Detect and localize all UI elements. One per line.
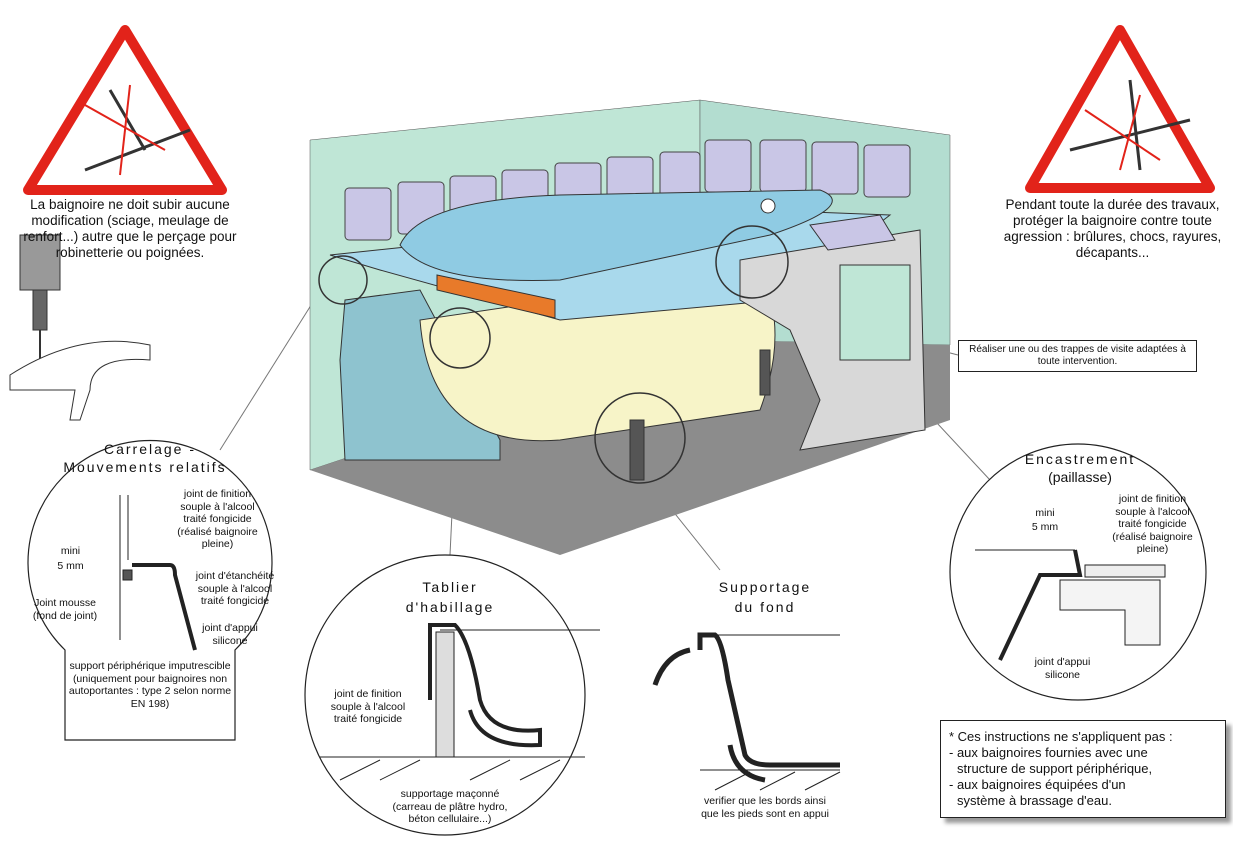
carrelage-5mm: 5 mm <box>57 560 84 572</box>
tablier-joint-finition: joint de finition souple à l'alcool trai… <box>330 688 406 725</box>
warning-right-text: Pendant toute la durée des travaux, prot… <box>1003 197 1222 260</box>
carrelage-mini: mini <box>60 545 81 557</box>
tablier-title-2: d'habillage <box>405 599 495 615</box>
tub-feet <box>629 349 771 481</box>
bathroom-scene <box>309 99 951 555</box>
drill-illustration <box>9 234 151 421</box>
tablier-section <box>320 623 600 781</box>
encastrement-title-2: (paillasse) <box>1048 469 1112 485</box>
supportage-note: verifier que les bords ainsi que les pie… <box>701 795 829 820</box>
footnote-line-3: structure de support périphérique, <box>957 761 1153 776</box>
carrelage-joint-etancheite: joint d'étanchéité souple à l'alcool tra… <box>195 570 275 607</box>
supportage-title-1: Supportage <box>718 579 812 595</box>
footnote-line-5: système à brassage d'eau. <box>957 793 1112 808</box>
tub-basin <box>399 189 833 282</box>
carrelage-support: support périphérique imputrescible (uniq… <box>68 660 232 710</box>
warning-left-text: La baignoire ne doit subir aucune modifi… <box>23 197 237 260</box>
encastrement-title-1: Encastrement <box>1024 451 1136 467</box>
encastrement-joint-finition: joint de finition souple à l'alcool trai… <box>1112 493 1193 555</box>
footnote-box: * Ces instructions ne s'appliquent pas :… <box>940 720 1226 818</box>
encastrement-mini: mini <box>1035 507 1055 519</box>
encastrement-5mm: 5 mm <box>1031 521 1059 533</box>
encastrement-section <box>975 549 1166 661</box>
callout-trappes: Réaliser une ou des trappes de visite ad… <box>958 340 1197 372</box>
warning-triangle-left <box>23 25 227 195</box>
access-hatch <box>839 264 911 361</box>
carrelage-title-2: Mouvements relatifs <box>63 459 227 475</box>
carrelage-title-1: Carrelage - <box>103 441 197 457</box>
carrelage-joint-mousse: Joint mousse (fond de joint) <box>32 597 98 622</box>
tablier-title-1: Tablier <box>422 579 478 595</box>
carrelage-joint-appui: joint d'appui silicone <box>202 622 258 647</box>
supportage-title-2: du fond <box>734 599 796 615</box>
warning-triangle-right <box>1025 25 1215 193</box>
supportage-section <box>652 632 841 791</box>
detail-carrelage-frame <box>27 439 273 741</box>
carrelage-section <box>119 495 197 651</box>
encastrement-joint-appui: joint d'appui silicone <box>1034 656 1091 681</box>
footnote-line-2: - aux baignoires fournies avec une <box>949 745 1148 760</box>
footnote-line-4: - aux baignoires équipées d'un <box>949 777 1126 792</box>
apron-panel <box>339 289 501 461</box>
footnote-line-1: * Ces instructions ne s'appliquent pas : <box>949 729 1173 744</box>
tablier-supportage: supportage maçonné (carreau de plâtre hy… <box>392 788 508 825</box>
spirit-level <box>436 274 556 319</box>
carrelage-joint-finition: joint de finition souple à l'alcool trai… <box>177 488 258 550</box>
